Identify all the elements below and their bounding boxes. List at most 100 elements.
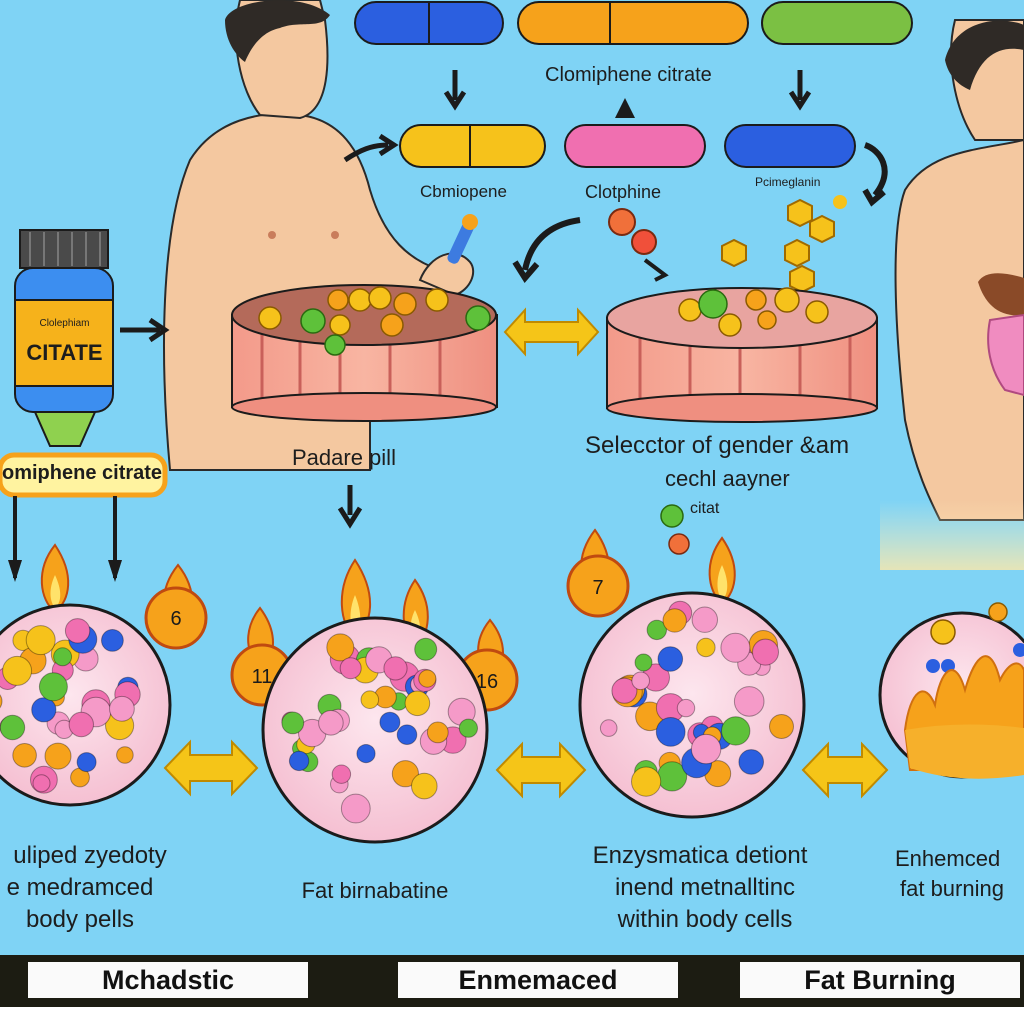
molecule-dot — [599, 719, 618, 737]
molecule-dot — [356, 744, 376, 764]
down-arrow-padare — [337, 485, 363, 529]
bottle — [0, 229, 170, 582]
selector-label-line-2: cechl aayner — [665, 466, 790, 491]
molecule-dot — [288, 750, 310, 772]
tissue-disc-right — [606, 287, 878, 423]
cell1-caption-line-2: e medramced — [6, 874, 154, 901]
molecule-dot — [339, 657, 362, 680]
molecule-dot — [720, 632, 751, 663]
cell-1 — [0, 603, 172, 807]
molecule-dot — [631, 766, 662, 797]
cell3-caption-line-3: within body cells — [617, 906, 793, 933]
man-right-figure — [880, 19, 1024, 570]
top-pills — [354, 1, 913, 45]
molecule-dot — [44, 742, 72, 770]
padare-pill-label: Padare pill — [292, 445, 396, 470]
cell4-caption-line-1: Enhemced — [895, 846, 1001, 871]
molecule-dot — [116, 746, 134, 764]
molecule-dot — [383, 656, 408, 681]
selector-label-line-1: Selecctor of gender &am — [585, 432, 850, 459]
middle-pills — [399, 124, 856, 168]
molecule-dot — [631, 671, 651, 691]
cell2-caption: Fat birnabatine — [301, 878, 449, 903]
bottle-banner-label: omiphene citrate — [2, 462, 163, 484]
badge-11-text: 11 — [252, 666, 273, 688]
molecule-dot — [738, 749, 765, 775]
floating-molecules — [608, 195, 847, 294]
molecule-dot — [76, 752, 97, 773]
molecule-dot — [418, 669, 437, 688]
molecule-dot — [379, 711, 401, 733]
molecule-dot — [657, 646, 684, 672]
molecule-dot — [414, 637, 438, 661]
bottle-small-label: Clolephiam — [39, 318, 90, 329]
molecule-dot — [0, 694, 3, 709]
molecule-dot — [634, 653, 653, 672]
molecule-dot — [109, 695, 135, 722]
molecule-dot — [12, 743, 37, 768]
molecule-dot — [391, 760, 419, 788]
bottom-label-mchadstic: Mchadstic — [28, 962, 308, 998]
curved-arrows — [343, 133, 888, 284]
cell3-caption-line-2: inend metnalltinc — [614, 874, 796, 901]
cell1-caption-line-1: uliped zyedoty — [13, 842, 167, 869]
molecule-dot — [655, 717, 686, 747]
badge-16-text: 16 — [476, 671, 498, 693]
molecule-dot — [411, 772, 438, 800]
molecule-dot — [404, 690, 431, 717]
bottom-label-enmemaced: Enmemaced — [398, 962, 678, 998]
molecule-dot — [696, 637, 716, 658]
molecule-dot — [340, 793, 371, 824]
cell-4-burning — [878, 602, 1024, 779]
molecule-dot — [318, 710, 344, 736]
molecule-dot — [752, 638, 779, 666]
molecule-dot — [32, 774, 51, 793]
molecule-dot — [426, 721, 449, 744]
molecule-dot — [396, 724, 418, 746]
bottom-label-fat-burning: Fat Burning — [740, 962, 1020, 998]
molecule-dot — [676, 698, 696, 718]
bottle-main-label: CITATE — [26, 340, 103, 365]
pill-label-1: Cbmiopene — [420, 182, 507, 201]
bottom-strip — [0, 1007, 1024, 1024]
molecule-dot — [0, 714, 26, 741]
molecule-dot — [31, 697, 57, 723]
molecule-dot — [360, 690, 380, 710]
cell4-caption-line-2: fat burning — [900, 876, 1004, 901]
badge-6-text: 6 — [170, 608, 181, 630]
molecule-dot — [690, 733, 722, 765]
molecule-dot — [326, 633, 355, 662]
molecule-dot — [611, 677, 638, 704]
molecule-dot — [662, 608, 687, 633]
molecule-dot — [458, 718, 478, 738]
number-badges: 6 11 16 7 — [144, 554, 630, 712]
pill-label-2: Clotphine — [585, 182, 662, 202]
selector-label-line-3: citat — [690, 500, 720, 517]
cell3-caption-line-1: Enzysmatica detiont — [592, 842, 808, 869]
molecule-dot — [101, 629, 124, 652]
selector-molecules — [660, 504, 690, 555]
cell-3 — [578, 591, 806, 819]
molecule-dot — [64, 618, 91, 644]
molecule-dot — [721, 716, 751, 746]
molecule-dot — [331, 764, 352, 784]
molecule-dot — [769, 714, 794, 739]
pill-label-3: Pcimeglanin — [755, 175, 821, 189]
molecule-dot — [53, 647, 73, 667]
molecule-dot — [281, 711, 305, 735]
tissue-disc-left — [231, 284, 498, 422]
molecule-dot — [733, 686, 765, 717]
molecule-dot — [646, 619, 667, 641]
badge-7-text: 7 — [592, 577, 603, 599]
top-arrows — [443, 70, 812, 118]
cell-2 — [261, 616, 489, 844]
molecule-dot — [2, 655, 33, 686]
pills-top-label: Clomiphene citrate — [545, 64, 712, 86]
molecule-dot — [691, 606, 718, 633]
cell1-caption-line-3: body pells — [25, 906, 135, 933]
molecule-dot — [38, 672, 68, 702]
molecule-dot — [25, 625, 56, 656]
double-arrows — [163, 307, 889, 799]
molecule-dot — [68, 711, 95, 738]
